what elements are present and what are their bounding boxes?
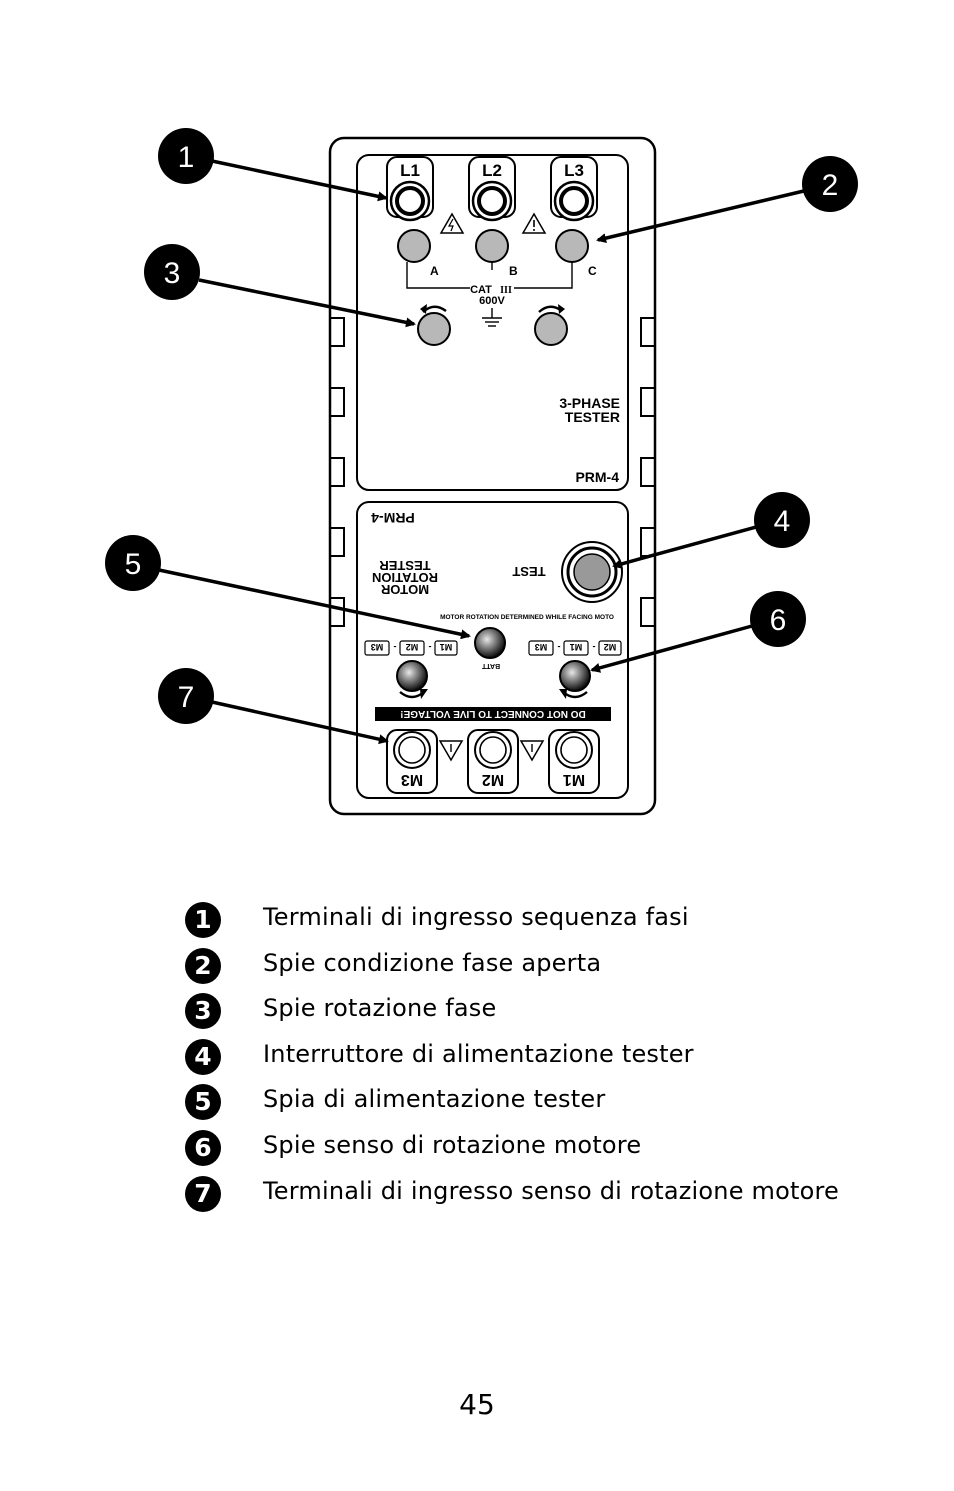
led-open-phase-b xyxy=(475,229,509,263)
warning-icon xyxy=(519,740,545,762)
legend-number: 1 xyxy=(185,902,221,938)
terminal-l1-label: L1 xyxy=(400,161,420,180)
batt-label: BATT xyxy=(481,662,500,669)
svg-text:-: - xyxy=(593,642,596,652)
cat-roman: III xyxy=(500,285,512,296)
bottom-title-line3: TESTER xyxy=(379,558,431,573)
legend: 1 Terminali di ingresso sequenza fasi 2 … xyxy=(185,898,905,1217)
sequence-left: M1 - M2 - M3 xyxy=(364,640,458,656)
led-open-phase-c xyxy=(555,229,589,263)
seq-right-3: M3 xyxy=(535,642,548,652)
terminal-m3-label: M3 xyxy=(401,771,423,788)
terminal-l3[interactable]: L3 xyxy=(550,156,598,222)
callout-1: 1 xyxy=(158,128,214,184)
led-motor-left xyxy=(396,660,428,692)
callout-2-label: 2 xyxy=(822,169,839,202)
legend-text: Spia di alimentazione tester xyxy=(263,1085,606,1114)
legend-number: 6 xyxy=(185,1129,221,1166)
callout-7: 7 xyxy=(158,668,214,724)
callout-4: 4 xyxy=(754,492,810,548)
legend-item: 4 Interruttore di alimentazione tester xyxy=(185,1035,905,1081)
bottom-title-line2: ROTATION xyxy=(372,570,438,585)
terminal-m1-label: M1 xyxy=(563,771,585,788)
svg-text:-: - xyxy=(558,642,561,652)
bottom-panel: PRM-4 MOTOR ROTATION TESTER TEST MOTOR R… xyxy=(356,501,629,799)
legend-number: 7 xyxy=(185,1175,221,1212)
legend-text: Interruttore di alimentazione tester xyxy=(263,1039,694,1068)
callout-lines xyxy=(158,159,809,745)
seq-right-1: M2 xyxy=(604,642,617,652)
seq-right-2: M1 xyxy=(570,642,583,652)
terminal-l1[interactable]: L1 xyxy=(386,156,434,222)
legend-item: 5 Spia di alimentazione tester xyxy=(185,1080,905,1126)
svg-text:-: - xyxy=(394,642,397,652)
rotation-note: MOTOR ROTATION DETERMINED WHILE FACING M… xyxy=(440,614,614,621)
legend-item: 6 Spie senso di rotazione motore xyxy=(185,1126,905,1172)
legend-item: 3 Spie rotazione fase xyxy=(185,989,905,1035)
test-button[interactable] xyxy=(561,541,623,603)
legend-number: 2 xyxy=(185,947,221,984)
terminal-m2-label: M2 xyxy=(482,771,504,788)
callout-2: 2 xyxy=(802,156,858,212)
cat-label: CAT xyxy=(470,284,492,296)
led-rotation-ccw xyxy=(417,312,451,346)
top-panel: L1 L2 L3 A B C xyxy=(356,154,629,491)
terminal-m3[interactable]: M3 xyxy=(386,729,438,794)
callout-6: 6 xyxy=(750,591,806,647)
callout-7-label: 7 xyxy=(178,681,195,714)
legend-text: Spie senso di rotazione motore xyxy=(263,1130,642,1159)
warning-icon xyxy=(439,212,465,234)
led-label-b: B xyxy=(509,264,518,278)
device-diagram: L1 L2 L3 A B C xyxy=(105,128,858,816)
terminal-l2[interactable]: L2 xyxy=(468,156,516,222)
legend-item: 1 Terminali di ingresso sequenza fasi xyxy=(185,898,905,944)
terminal-l3-label: L3 xyxy=(564,161,584,180)
warning-banner xyxy=(375,707,611,721)
seq-left-2: M2 xyxy=(406,642,419,652)
warning-icon xyxy=(521,212,547,234)
legend-text: Spie condizione fase aperta xyxy=(263,948,602,977)
legend-item: 2 Spie condizione fase aperta xyxy=(185,944,905,990)
led-open-phase-a xyxy=(397,229,431,263)
ground-icon xyxy=(482,308,502,327)
bottom-model-label: PRM-4 xyxy=(371,510,415,526)
top-model-label: PRM-4 xyxy=(575,469,619,485)
page-number: 45 xyxy=(459,1388,495,1421)
led-motor-right xyxy=(559,660,591,692)
callout-4-label: 4 xyxy=(774,505,791,538)
seq-left-1: M1 xyxy=(440,642,453,652)
callout-3: 3 xyxy=(144,244,200,300)
test-label: TEST xyxy=(512,564,545,579)
callout-1-label: 1 xyxy=(178,141,195,174)
svg-text:-: - xyxy=(429,642,432,652)
legend-text: Terminali di ingresso senso di rotazione… xyxy=(263,1176,839,1205)
warning-icon xyxy=(438,740,464,762)
seq-left-3: M3 xyxy=(371,642,384,652)
led-rotation-cw xyxy=(534,312,568,346)
led-label-c: C xyxy=(588,264,597,278)
callout-6-label: 6 xyxy=(770,604,787,637)
legend-number: 5 xyxy=(185,1084,221,1121)
bottom-title-line1: MOTOR xyxy=(380,582,429,597)
terminal-m2[interactable]: M2 xyxy=(467,729,519,794)
callout-5: 5 xyxy=(105,535,161,591)
voltage-label: 600V xyxy=(479,295,505,307)
warning-banner-text: DO NOT CONNECT TO LIVE VOLTAGE! xyxy=(400,708,586,719)
sequence-right: M2 - M1 - M3 xyxy=(528,640,622,656)
led-label-a: A xyxy=(430,264,439,278)
legend-text: Terminali di ingresso sequenza fasi xyxy=(263,903,689,931)
legend-item: 7 Terminali di ingresso senso di rotazio… xyxy=(185,1172,905,1218)
legend-number: 3 xyxy=(185,993,221,1030)
top-title-line2: TESTER xyxy=(565,409,620,425)
callout-3-label: 3 xyxy=(164,257,181,290)
led-battery xyxy=(474,627,506,659)
terminal-m1[interactable]: M1 xyxy=(548,729,600,794)
legend-text: Spie rotazione fase xyxy=(263,994,497,1023)
legend-number: 4 xyxy=(185,1038,221,1075)
top-title-line1: 3-PHASE xyxy=(559,395,620,411)
callout-5-label: 5 xyxy=(125,548,142,581)
terminal-l2-label: L2 xyxy=(482,161,502,180)
